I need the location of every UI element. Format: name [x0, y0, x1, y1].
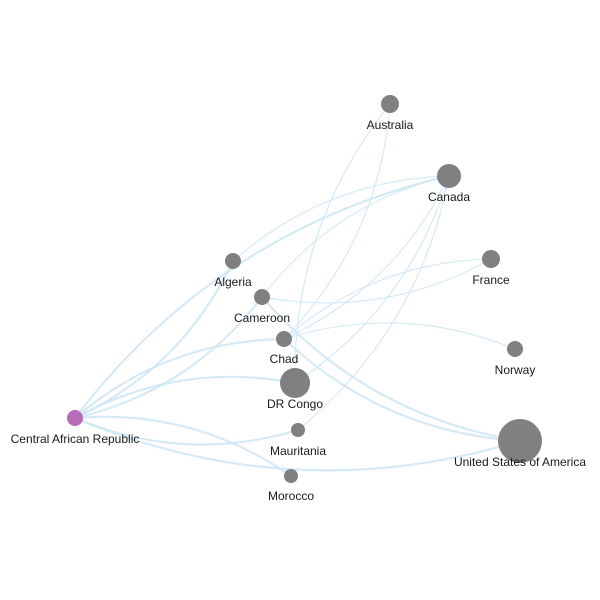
- node-label-drcongo: DR Congo: [267, 397, 323, 411]
- edge-chad-usa: [282, 337, 522, 443]
- node-chad[interactable]: Chad: [270, 331, 299, 366]
- node-cameroon[interactable]: Cameroon: [234, 289, 290, 325]
- edge-car-cameroon: [73, 295, 264, 420]
- node-circle-car[interactable]: [67, 410, 83, 426]
- node-circle-mauritania[interactable]: [291, 423, 305, 437]
- edge-drcongo-canada: [294, 175, 450, 384]
- node-circle-france[interactable]: [482, 250, 500, 268]
- node-label-usa: United States of America: [454, 455, 586, 469]
- node-norway[interactable]: Norway: [495, 341, 536, 377]
- node-france[interactable]: France: [472, 250, 510, 287]
- node-circle-usa[interactable]: [498, 419, 542, 463]
- edge-chad-canada: [283, 175, 450, 340]
- node-label-canada: Canada: [428, 190, 470, 204]
- node-label-australia: Australia: [367, 118, 414, 132]
- node-australia[interactable]: Australia: [367, 95, 414, 132]
- edge-car-usa: [73, 416, 522, 472]
- node-circle-chad[interactable]: [276, 331, 292, 347]
- edge-cameroon-france: [261, 258, 492, 304]
- node-morocco[interactable]: Morocco: [268, 469, 314, 503]
- node-label-car: Central African Republic: [11, 432, 140, 446]
- edge-mauritania-canada: [297, 175, 450, 431]
- edge-cameroon-canada: [261, 175, 450, 298]
- edge-car-chad: [73, 337, 286, 420]
- node-car[interactable]: Central African Republic: [11, 410, 140, 446]
- node-label-chad: Chad: [270, 352, 299, 366]
- edges-layer: [73, 103, 522, 478]
- node-mauritania[interactable]: Mauritania: [270, 423, 326, 458]
- edge-chad-france: [283, 258, 492, 340]
- node-circle-drcongo[interactable]: [280, 368, 310, 398]
- edge-australia-chad: [283, 103, 391, 340]
- node-label-france: France: [472, 273, 510, 287]
- node-circle-australia[interactable]: [381, 95, 399, 113]
- edge-car-drcongo: [73, 375, 297, 420]
- node-circle-morocco[interactable]: [284, 469, 298, 483]
- node-label-morocco: Morocco: [268, 489, 314, 503]
- node-usa[interactable]: United States of America: [454, 419, 586, 469]
- node-label-cameroon: Cameroon: [234, 311, 290, 325]
- node-circle-algeria[interactable]: [225, 253, 241, 269]
- node-drcongo[interactable]: DR Congo: [267, 368, 323, 411]
- edge-cameroon-usa: [260, 295, 522, 443]
- edge-algeria-canada: [232, 175, 450, 262]
- edge-drcongo-australia: [294, 103, 391, 384]
- node-circle-canada[interactable]: [437, 164, 461, 188]
- node-circle-cameroon[interactable]: [254, 289, 270, 305]
- node-label-algeria: Algeria: [214, 275, 252, 289]
- node-algeria[interactable]: Algeria: [214, 253, 252, 289]
- node-label-mauritania: Mauritania: [270, 444, 326, 458]
- node-label-norway: Norway: [495, 363, 536, 377]
- node-canada[interactable]: Canada: [428, 164, 470, 204]
- edge-car-morocco: [73, 415, 293, 478]
- edge-chad-norway: [283, 322, 516, 350]
- node-circle-norway[interactable]: [507, 341, 523, 357]
